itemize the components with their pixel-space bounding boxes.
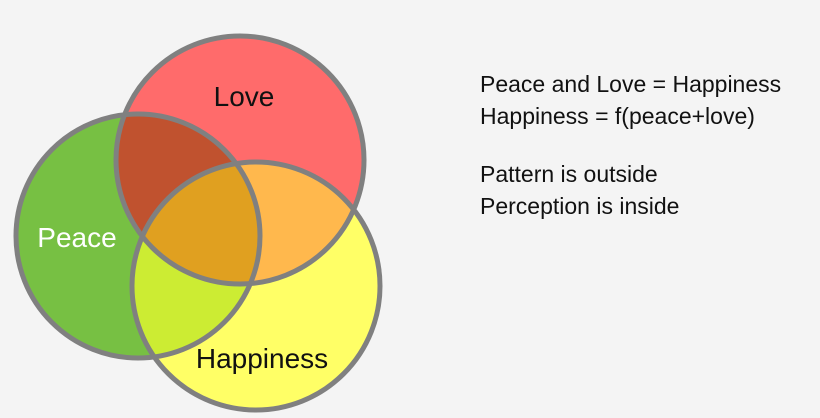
statement-line-2: Perception is inside (480, 193, 680, 219)
peace-outline (13, 111, 263, 361)
love-outline (113, 33, 367, 287)
venn-diagram: Love Peace Happiness (13, 33, 383, 413)
equation-line-1: Peace and Love = Happiness (480, 71, 782, 97)
love-label: Love (214, 81, 275, 112)
notes-text-block: Peace and Love = Happiness Happiness = f… (480, 68, 781, 222)
equation-line-2: Happiness = f(peace+love) (480, 103, 755, 129)
peace-label: Peace (37, 222, 116, 253)
happiness-label: Happiness (196, 343, 328, 374)
statement-line-1: Pattern is outside (480, 161, 658, 187)
spacer (480, 132, 781, 158)
happiness-outline (129, 159, 383, 413)
